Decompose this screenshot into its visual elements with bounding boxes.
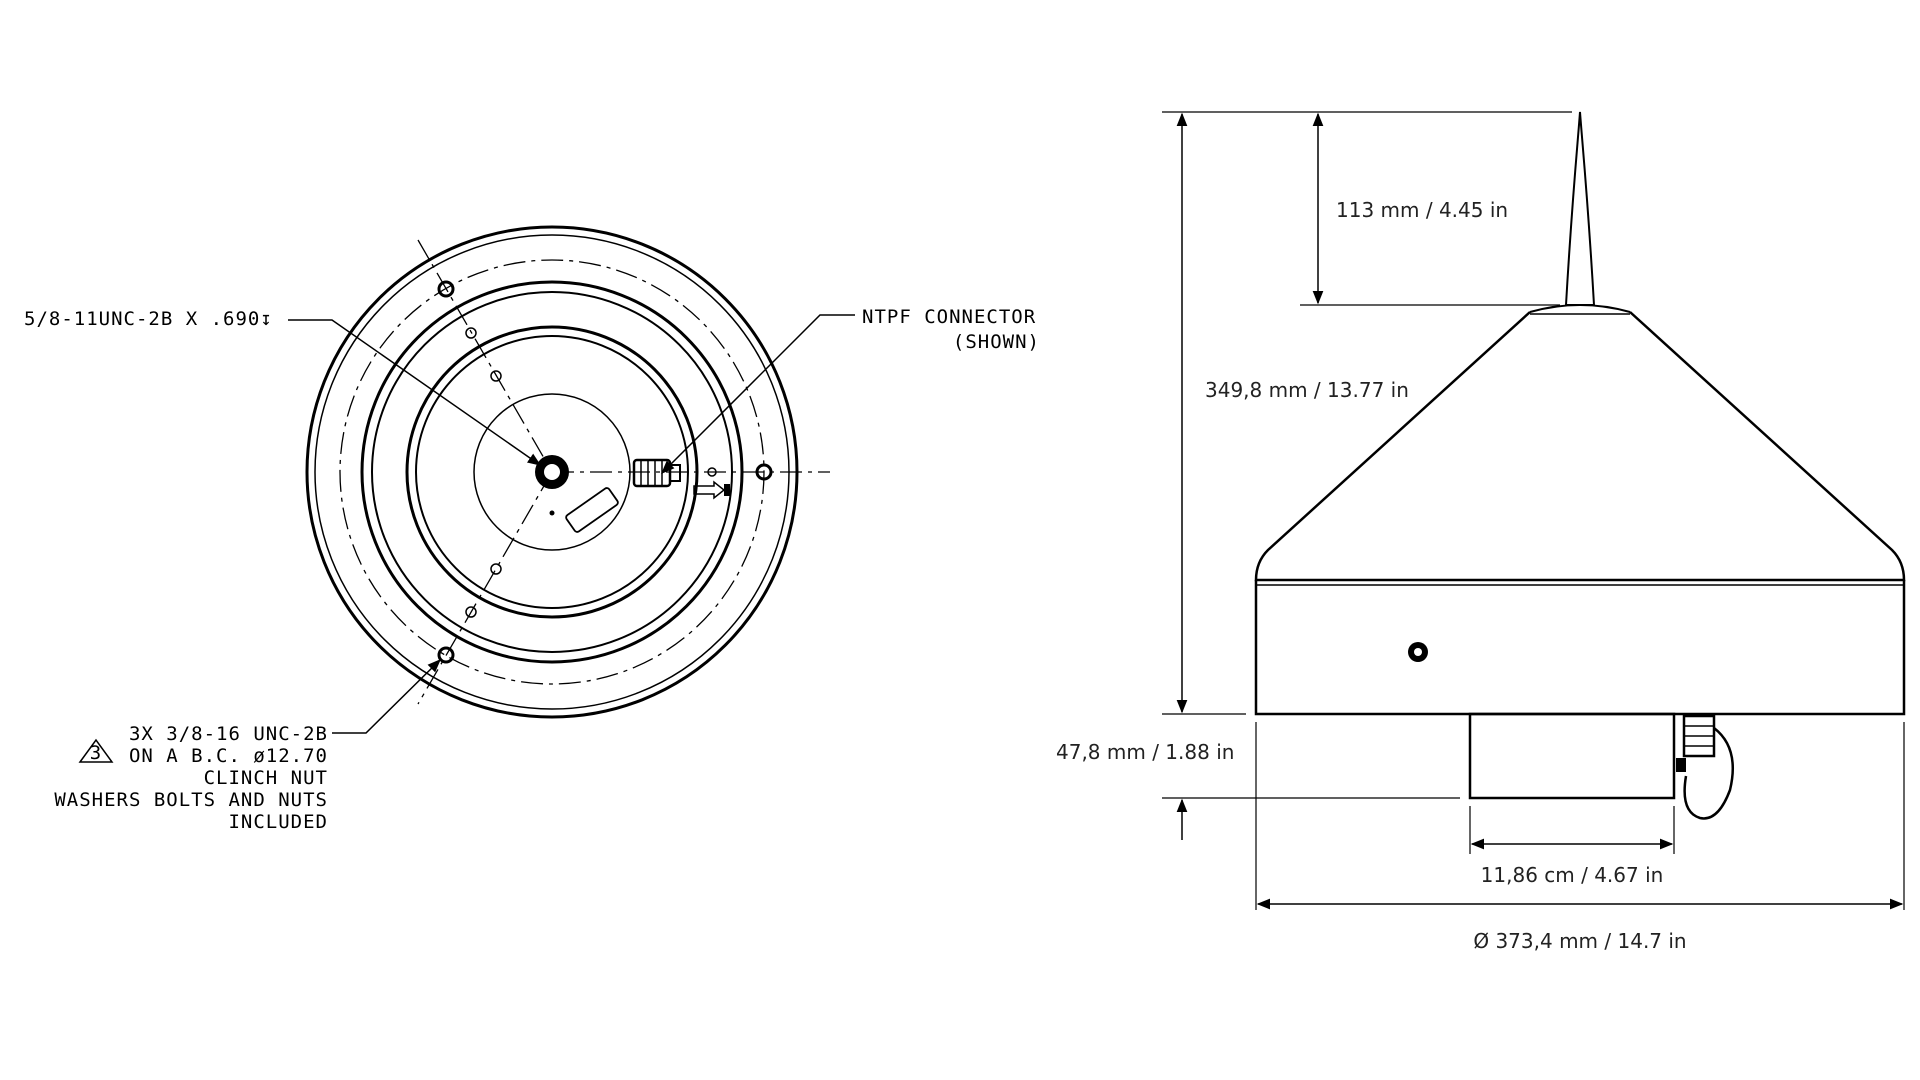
leader-thread — [288, 319, 542, 466]
dim-spike-height-label: 113 mm / 4.45 in — [1336, 198, 1508, 222]
callout-connector-line2: (SHOWN) — [953, 331, 1040, 353]
callout-connector-line1: NTPF CONNECTOR — [862, 306, 1036, 328]
callout-mount-line3: CLINCH NUT — [204, 767, 328, 789]
mount-hole — [490, 370, 502, 382]
cone-body — [1254, 311, 1906, 582]
mount-hole — [465, 327, 477, 339]
label-plate — [565, 487, 619, 533]
connector-icon — [1676, 714, 1734, 820]
antenna-spike — [1564, 111, 1596, 306]
dome-cap — [1529, 304, 1631, 313]
mount-hole — [490, 563, 502, 575]
housing-body — [1254, 580, 1906, 716]
dim-diameter-label: Ø 373,4 mm / 14.7 in — [1473, 929, 1686, 953]
center-pin — [549, 510, 555, 516]
dim-base-height-label: 47,8 mm / 1.88 in — [1056, 740, 1234, 764]
arrow-right-icon — [693, 480, 730, 500]
leader-connector — [661, 314, 855, 474]
center-line-diagonal-up — [417, 239, 553, 473]
dim-base-width-label: 11,86 cm / 4.67 in — [1481, 863, 1664, 887]
mount-hole — [755, 463, 773, 481]
side-view: 113 mm / 4.45 in 349,8 mm / 13.77 in 47,… — [1056, 111, 1906, 953]
small-hole — [707, 467, 717, 477]
top-view: 5/8-11UNC-2B X .690↧ NTPF CONNECTOR (SHO… — [24, 225, 1040, 833]
callout-mount-line2: ON A B.C. ø12.70 — [129, 745, 328, 767]
callout-mount-line5: INCLUDED — [228, 811, 328, 833]
callout-mount-line1: 3X 3/8-16 UNC-2B — [129, 723, 328, 745]
ntpf-connector — [632, 458, 681, 488]
delta-marker-icon: 3 — [78, 738, 114, 764]
center-line-diagonal-down — [417, 471, 553, 705]
callout-thread-size: 5/8-11UNC-2B X .690↧ — [24, 308, 273, 330]
dim-total-height-label: 349,8 mm / 13.77 in — [1205, 378, 1409, 402]
base-mount — [1468, 712, 1676, 800]
svg-text:3: 3 — [90, 742, 102, 764]
callout-mount-line4: WASHERS BOLTS AND NUTS — [54, 789, 328, 811]
leader-mount — [332, 659, 441, 734]
mount-hole — [437, 280, 455, 298]
mount-hole — [437, 646, 455, 664]
mount-hole — [465, 606, 477, 618]
center-nut-hole — [544, 464, 560, 480]
